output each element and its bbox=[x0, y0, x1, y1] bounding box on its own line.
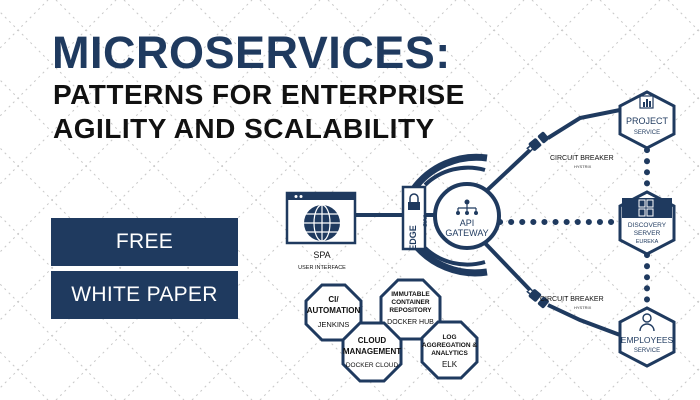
discovery-line-3: EUREKA bbox=[636, 239, 659, 245]
ci-line-3: JENKINS bbox=[318, 320, 350, 329]
project-service-node: PROJECT SERVICE bbox=[618, 90, 676, 150]
discovery-server-node: DISCOVERY SERVER EUREKA bbox=[618, 190, 676, 256]
pattern-line bbox=[0, 0, 253, 253]
employees-service-node: EMPLOYEES SERVICE bbox=[618, 306, 676, 368]
log-line-3: ANALYTICS bbox=[431, 350, 468, 357]
subtitle-line-2: AGILITY AND SCALABILITY bbox=[53, 113, 435, 144]
gateway-to-cb-bottom-line bbox=[480, 238, 532, 292]
employees-line-1: EMPLOYEES bbox=[621, 335, 674, 345]
globe-icon bbox=[304, 204, 340, 242]
cb-bottom-to-employees-line bbox=[547, 303, 621, 337]
cloud-line-1: CLOUD bbox=[358, 336, 387, 345]
project-line-1: PROJECT bbox=[626, 116, 669, 126]
discovery-line-1: DISCOVERY bbox=[628, 222, 667, 229]
log-line-1: LOG bbox=[442, 334, 456, 341]
circuit-breaker-top: CIRCUIT BREAKER HYSTRIX bbox=[526, 131, 614, 169]
gateway-line-2: GATEWAY bbox=[445, 228, 488, 238]
gateway-line-1: API bbox=[460, 218, 475, 228]
connector-lines bbox=[355, 108, 621, 337]
repo-line-1: IMMUTABLE bbox=[391, 291, 430, 298]
cb-bottom-title: CIRCUIT BREAKER bbox=[540, 296, 604, 303]
grid-icon bbox=[638, 199, 654, 217]
api-gateway-node: API GATEWAY bbox=[433, 182, 501, 250]
user-icon bbox=[639, 313, 655, 332]
spa-subtitle: USER INTERFACE bbox=[298, 265, 346, 271]
free-badge: FREE bbox=[51, 218, 238, 266]
log-line-2: AGGREGATION & bbox=[422, 342, 477, 349]
cb-top-title: CIRCUIT BREAKER bbox=[550, 155, 614, 162]
repo-line-4: DOCKER HUB bbox=[387, 319, 434, 326]
cloud-line-2: MANAGEMENT bbox=[343, 347, 401, 356]
pattern-line bbox=[395, 95, 700, 400]
edge-subtitle: ZUUL bbox=[423, 213, 429, 226]
ci-line-1: CI/ bbox=[328, 295, 339, 304]
employees-line-2: SERVICE bbox=[634, 348, 660, 354]
project-line-2: SERVICE bbox=[634, 130, 660, 136]
white-paper-badge: WHITE PAPER bbox=[51, 271, 238, 319]
main-title: MICROSERVICES: bbox=[52, 27, 451, 78]
spa-title: SPA bbox=[313, 250, 330, 260]
subtitle-line-1: PATTERNS FOR ENTERPRISE bbox=[53, 79, 465, 110]
bar-chart-icon bbox=[639, 95, 654, 109]
repo-line-3: REPOSITORY bbox=[389, 307, 432, 314]
network-icon bbox=[456, 199, 478, 215]
edge-title: EDGE bbox=[408, 225, 418, 251]
dotted-connections bbox=[497, 147, 650, 313]
log-line-4: ELK bbox=[442, 360, 458, 369]
cloud-line-3: DOCKER CLOUD bbox=[346, 362, 399, 369]
spa-node: SPA USER INTERFACE bbox=[285, 191, 357, 271]
cloud-management-node: CLOUD MANAGEMENT DOCKER CLOUD bbox=[341, 321, 403, 383]
plug-icon bbox=[526, 287, 549, 309]
pattern-line bbox=[0, 0, 321, 321]
repo-line-2: CONTAINER bbox=[391, 299, 429, 306]
plug-icon bbox=[526, 131, 549, 153]
cb-top-subtitle: HYSTRIX bbox=[574, 164, 592, 169]
discovery-line-2: SERVER bbox=[634, 230, 661, 237]
cb-bottom-subtitle: HYSTRIX bbox=[574, 305, 592, 310]
ci-line-2: AUTOMATION bbox=[307, 306, 361, 315]
pattern-line bbox=[55, 0, 457, 400]
pattern-line bbox=[191, 0, 593, 400]
circuit-breaker-bottom: CIRCUIT BREAKER HYSTRIX bbox=[526, 287, 604, 310]
pattern-line bbox=[327, 27, 700, 400]
gateway-to-cb-top-line bbox=[480, 148, 532, 197]
pattern-line bbox=[0, 0, 389, 389]
edge-node: EDGE ZUUL bbox=[401, 185, 429, 251]
cb-top-to-project-line bbox=[546, 108, 621, 140]
lock-icon bbox=[408, 193, 420, 210]
log-aggregation-node: LOG AGGREGATION & ANALYTICS ELK bbox=[420, 320, 479, 380]
